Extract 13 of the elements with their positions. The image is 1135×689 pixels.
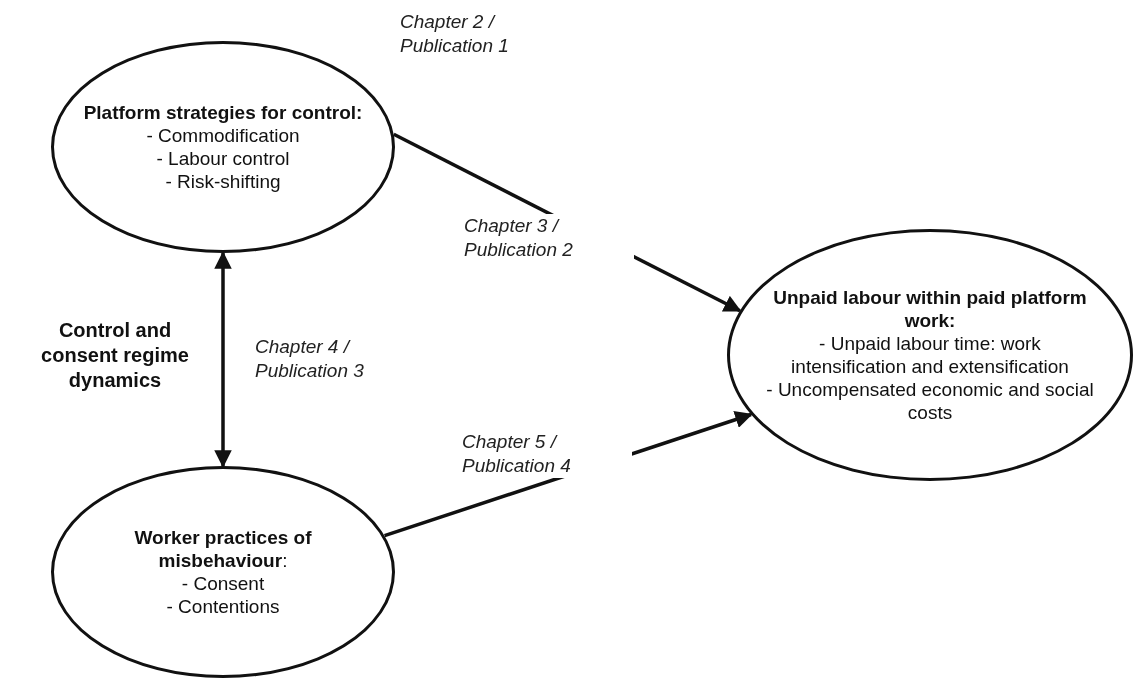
list-item: - Uncompensated economic and social costs xyxy=(765,378,1095,424)
list-item: - Labour control xyxy=(156,147,290,170)
node-heading: Platform strategies for control: xyxy=(83,101,363,124)
list-item: - Unpaid labour time: work intensification and extensification xyxy=(790,332,1070,378)
edge-label: Chapter 3 / Publication 2 xyxy=(464,214,634,262)
list-item: - Contentions xyxy=(166,595,280,618)
list-item: - Consent xyxy=(181,572,265,595)
list-item: - Risk-shifting xyxy=(165,170,281,193)
node-heading: Unpaid labour within paid platform work: xyxy=(772,286,1088,332)
node-heading: Worker practices of misbehaviour: xyxy=(133,526,313,572)
list-item: - Commodification xyxy=(146,124,300,147)
arrow xyxy=(214,251,232,468)
annotation-label: Control and consent regime dynamics xyxy=(40,318,190,393)
